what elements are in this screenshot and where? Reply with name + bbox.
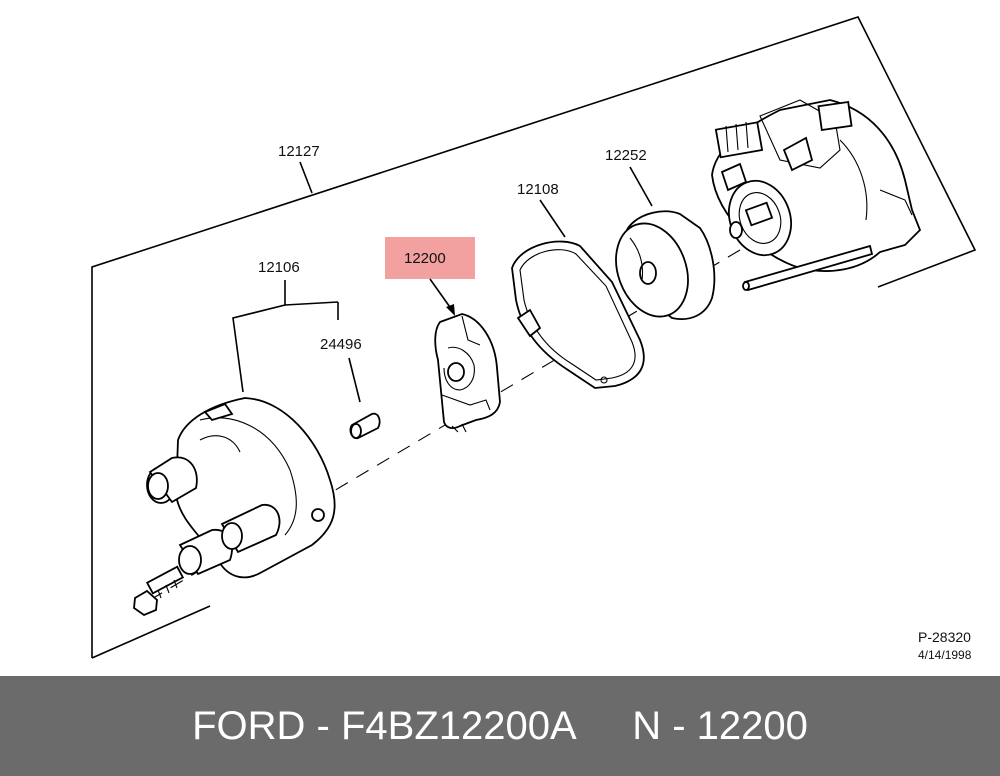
bolt-part xyxy=(133,565,185,617)
leader-12106-b xyxy=(284,301,339,306)
leader-24496-b xyxy=(348,357,361,403)
distributor-cap-part xyxy=(146,397,336,579)
arrow-12200 xyxy=(446,304,455,316)
rotor-highlight-box xyxy=(385,237,475,279)
reference-code: P-28320 xyxy=(918,629,971,645)
rotor-screw-part xyxy=(349,412,381,440)
footer-sep-1: - xyxy=(305,703,341,748)
leader-12127 xyxy=(299,161,313,194)
footer-sep-2: - xyxy=(661,703,697,748)
part-info-footer: FORD - F4BZ12200A N - 12200 xyxy=(0,676,1000,776)
shield-part xyxy=(615,210,716,320)
footer-part-number: F4BZ12200A xyxy=(340,703,577,748)
assembly-frame xyxy=(91,16,977,658)
leader-12106 xyxy=(232,280,286,393)
leader-12200 xyxy=(429,278,453,311)
footer-n-label: N xyxy=(632,703,662,748)
label-12106: 12106 xyxy=(258,259,300,276)
reference-date: 4/14/1998 xyxy=(918,648,972,662)
distributor-body-part xyxy=(711,99,922,292)
label-12127: 12127 xyxy=(278,143,320,160)
rotor-part xyxy=(434,313,501,433)
leader-12108 xyxy=(539,199,566,238)
label-24496: 24496 xyxy=(320,336,362,353)
footer-gap xyxy=(577,704,633,749)
footer-brand: FORD xyxy=(192,703,306,748)
exploded-parts-diagram: 12127 12200 12106 24496 12108 12252 xyxy=(91,16,977,662)
label-12200: 12200 xyxy=(404,250,446,267)
gasket-part xyxy=(511,240,645,389)
footer-n-value: 12200 xyxy=(696,703,808,748)
label-12108: 12108 xyxy=(517,181,559,198)
assembly-frame-bottom xyxy=(91,605,211,659)
leader-12252 xyxy=(629,166,653,207)
label-12252: 12252 xyxy=(605,147,647,164)
